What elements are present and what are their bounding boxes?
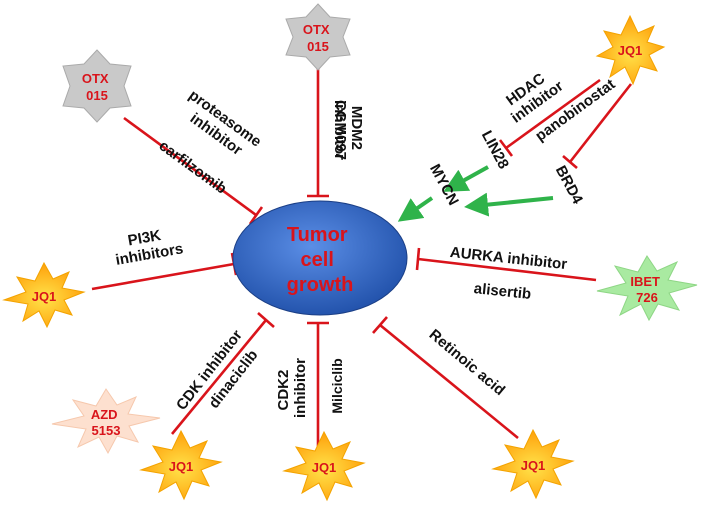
ibet-shape xyxy=(596,255,698,322)
tbar-retinoic xyxy=(372,316,388,334)
edge-jq1-brd4 xyxy=(568,83,633,163)
jq1-bottom-right-shape xyxy=(491,428,575,500)
jq1-left-node: JQ1 xyxy=(2,261,86,329)
otx-top-label: OTX 015 xyxy=(303,22,333,54)
jq1-bottom-right-label: JQ1 xyxy=(521,458,546,473)
jq1-top-right-shape xyxy=(595,14,666,86)
jq1-bottom-mid-label: JQ1 xyxy=(312,460,337,475)
cgm097-label: CGM097 xyxy=(332,100,349,160)
tumor-cell-growth-node: Tumor cell growth xyxy=(232,200,408,316)
arrow-brd4-mycn xyxy=(464,192,554,217)
tbar-cdk xyxy=(257,312,275,328)
activation-edges xyxy=(397,165,554,222)
otx-left-label: OTX 015 xyxy=(82,71,112,103)
jq1-bottom-left-node: JQ1 xyxy=(139,429,223,501)
pi3k-label: PI3K inhibitors xyxy=(111,224,184,269)
azd-shape xyxy=(51,388,161,455)
tbar-proteasome xyxy=(248,206,264,225)
edge-ibet-aurka xyxy=(417,257,597,282)
jq1-bottom-left-label: JQ1 xyxy=(169,459,194,474)
jq1-top-right-node: JQ1 xyxy=(595,14,666,86)
tbar-aurka xyxy=(415,247,421,271)
otx-left-node: OTX 015 xyxy=(62,49,132,123)
arrow-lin28-mycn xyxy=(443,165,489,192)
jq1-top-right-label: JQ1 xyxy=(618,43,643,58)
mdm2-label: MDM2 inhibitor xyxy=(331,100,365,160)
ibet-node: IBET 726 xyxy=(596,255,698,322)
ibet-label: IBET 726 xyxy=(630,274,663,305)
jq1-left-label: JQ1 xyxy=(32,289,57,304)
otx-top-shape xyxy=(285,3,351,71)
otx-left-shape xyxy=(62,49,132,123)
edge-jq1-retinoic xyxy=(379,323,519,440)
arrow-mycn-tumor xyxy=(397,196,434,222)
jq1-bottom-left-shape xyxy=(139,429,223,501)
edge-azd-cdk xyxy=(170,319,268,435)
center-label: Tumor cell growth xyxy=(287,224,354,296)
edge-jq1-hdac xyxy=(505,78,601,150)
retinoic-label: Retinoic acid xyxy=(426,326,508,399)
jq1-bottom-mid-node: JQ1 xyxy=(282,430,366,502)
edge-jq1-pi3k xyxy=(91,262,235,291)
alisertib-label: alisertib xyxy=(473,280,532,303)
azd-node: AZD 5153 xyxy=(51,388,161,455)
otx-top-node: OTX 015 xyxy=(285,3,351,71)
center-ellipse xyxy=(232,200,408,316)
milciclib-label: Milciclib xyxy=(329,358,345,413)
tbar-brd4 xyxy=(562,155,578,169)
jq1-bottom-right-node: JQ1 xyxy=(491,428,575,500)
jq1-bottom-mid-shape xyxy=(282,430,366,502)
tbar-hdac xyxy=(498,139,514,157)
jq1-left-shape xyxy=(2,261,86,329)
brd4-label: BRD4 xyxy=(552,163,586,208)
edge-otx-left-proteasome xyxy=(123,116,257,217)
azd-label: AZD 5153 xyxy=(91,407,121,438)
cdk2-label: CDK2 inhibitor xyxy=(275,358,309,418)
